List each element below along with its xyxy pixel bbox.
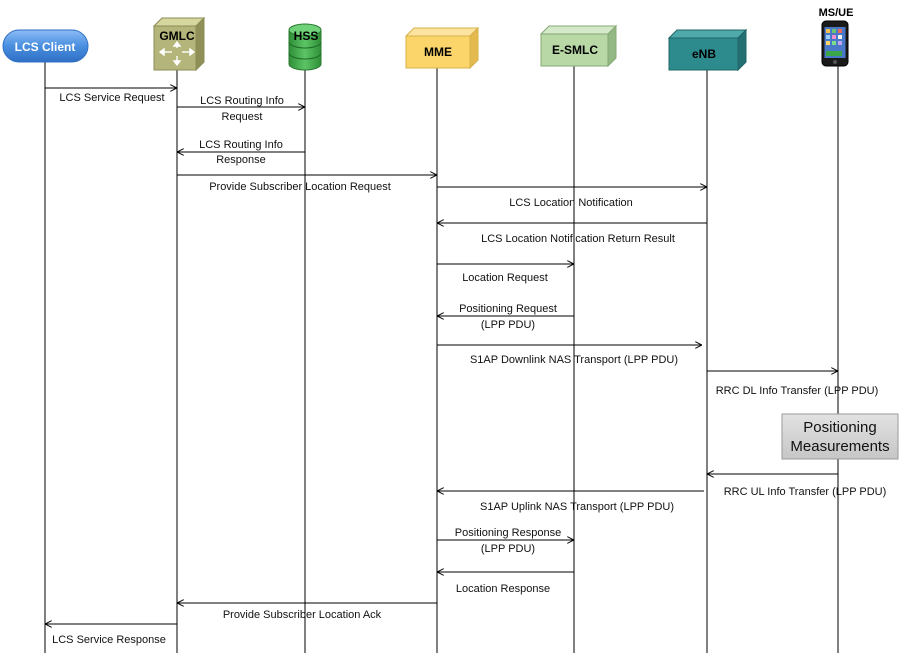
msg-label-3a: LCS Routing Info <box>199 139 283 151</box>
msg-label-7: Location Request <box>462 272 548 284</box>
msg-label-16: LCS Service Response <box>52 634 166 646</box>
mme-label: MME <box>424 45 452 59</box>
msg-label-11: RRC UL Info Transfer (LPP PDU) <box>724 486 887 498</box>
esmlc-node: E-SMLC <box>539 24 618 68</box>
gmlc-node: GMLC <box>152 16 206 72</box>
msg-label-2b: Request <box>222 111 263 123</box>
phone-icon <box>821 20 849 67</box>
msg-label-1: LCS Service Request <box>59 92 164 104</box>
msg-label-10: RRC DL Info Transfer (LPP PDU) <box>716 385 879 397</box>
msg-label-14: Location Response <box>456 583 550 595</box>
gmlc-cube-side <box>195 16 205 72</box>
msg-label-8a: Positioning Request <box>459 303 557 315</box>
positioning-measurements-box: Positioning Measurements <box>781 413 899 460</box>
msg-label-15: Provide Subscriber Location Ack <box>223 609 382 621</box>
msg-label-4: Provide Subscriber Location Request <box>209 181 391 193</box>
enb-label: eNB <box>692 47 716 61</box>
msg-label-6: LCS Location Notification Return Result <box>481 233 675 245</box>
process-box-line-2: Measurements <box>790 438 889 455</box>
switch-arrows-icon <box>158 40 196 67</box>
msg-label-5: LCS Location Notification <box>509 197 633 209</box>
msg-label-13b: (LPP PDU) <box>481 543 535 555</box>
ue-label: MS/UE <box>819 7 854 19</box>
ue-node: MS/UE <box>819 7 854 67</box>
msg-label-3b: Response <box>216 154 266 166</box>
message-labels: LCS Service Request LCS Routing Info Req… <box>52 92 886 646</box>
msg-label-8b: (LPP PDU) <box>481 319 535 331</box>
message-arrows <box>45 88 838 624</box>
msg-label-2a: LCS Routing Info <box>200 95 284 107</box>
lcs-client-node: LCS Client <box>2 29 89 63</box>
mme-node: MME <box>404 26 480 70</box>
hss-label: HSS <box>294 29 319 43</box>
msg-label-13a: Positioning Response <box>455 527 561 539</box>
msg-label-9: S1AP Downlink NAS Transport (LPP PDU) <box>470 354 678 366</box>
gmlc-label: GMLC <box>159 29 195 43</box>
msg-label-12: S1AP Uplink NAS Transport (LPP PDU) <box>480 501 674 513</box>
lifelines <box>44 62 839 653</box>
lcs-client-label: LCS Client <box>15 40 76 54</box>
esmlc-label: E-SMLC <box>552 43 598 57</box>
enb-node: eNB <box>667 28 748 72</box>
process-box-line-1: Positioning <box>803 419 876 436</box>
hss-node: HSS <box>288 23 322 71</box>
